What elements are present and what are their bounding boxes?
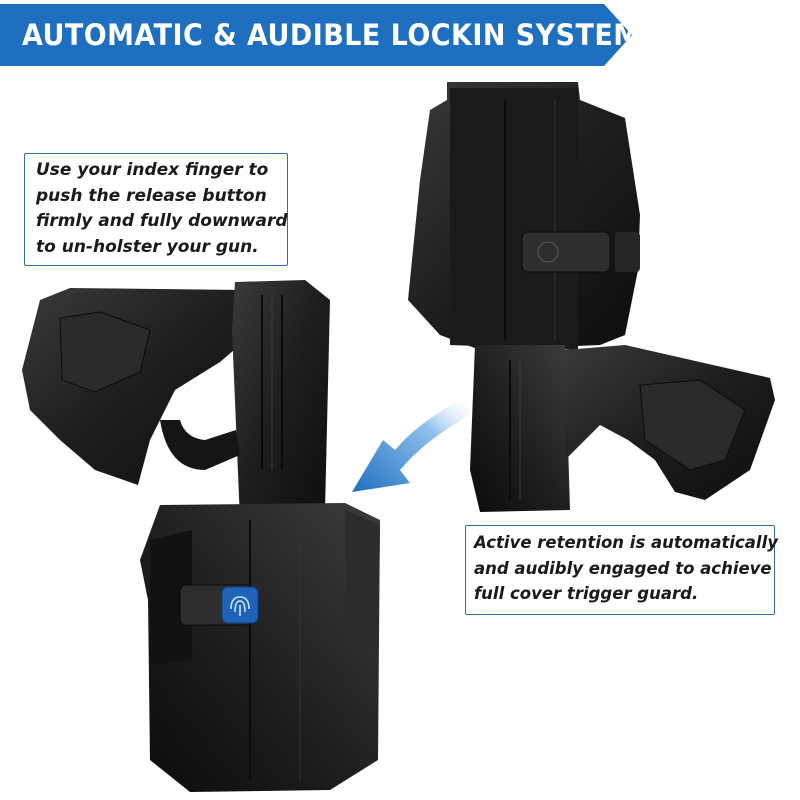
banner-background	[0, 4, 632, 66]
retention-callout: Active retention is automatically and au…	[465, 525, 778, 615]
callout-line: firmly and fully downward	[36, 211, 288, 231]
callout-line: Use your index finger to	[36, 160, 269, 180]
callout-line: push the release button	[36, 185, 267, 206]
callout-line: and audibly engaged to achieve	[474, 558, 772, 578]
callout-line: full cover trigger guard.	[474, 584, 699, 603]
callout-line: Active retention is automatically	[474, 533, 778, 552]
callout-line: to un-holster your gun.	[36, 236, 259, 257]
fingerprint-icon	[221, 586, 259, 624]
title-banner: AUTOMATIC & AUDIBLE LOCKIN SYSTEM	[0, 4, 640, 66]
arrow-icon	[352, 395, 470, 492]
drawn-pistol	[408, 82, 775, 512]
holstered-pistol	[22, 280, 380, 792]
release-instruction-callout: Use your index finger to push the releas…	[24, 153, 288, 266]
banner-title: AUTOMATIC & AUDIBLE LOCKIN SYSTEM	[22, 18, 641, 52]
